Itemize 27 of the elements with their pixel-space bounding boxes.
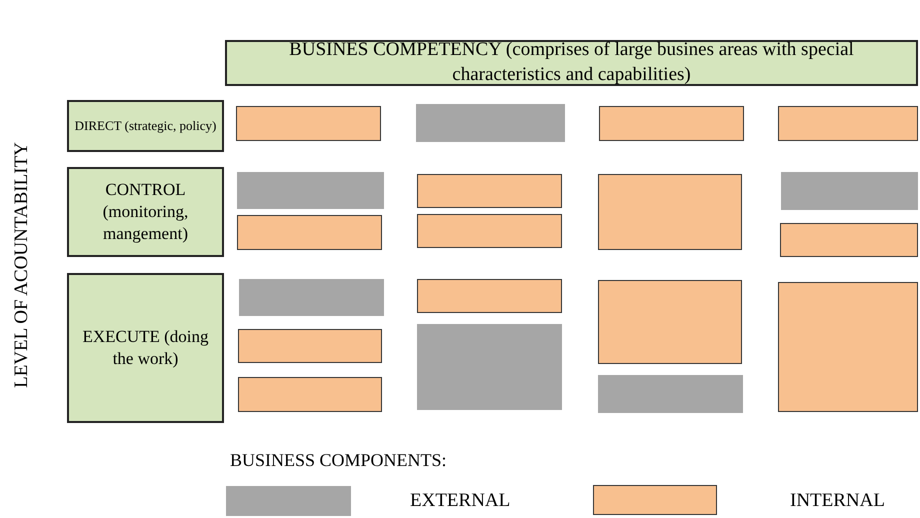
internal-component-box [598,280,742,364]
heading-box: BUSINES COMPETENCY (comprises of large busines areas with special characteristics and capabilities) [225,40,918,86]
external-component-box [598,375,743,413]
external-component-box [781,172,918,210]
level-box: DIRECT (strategic, policy) [67,100,224,152]
internal-component-box [778,282,918,412]
external-component-box [237,172,384,209]
axis-title: LEVEL OF ACOUNTABILITY [11,142,33,388]
external-component-box [239,279,384,316]
internal-component-box [417,279,562,313]
legend-title: BUSINESS COMPONENTS: [230,450,447,471]
internal-component-box [598,174,742,250]
legend-label: EXTERNAL [410,490,510,512]
external-component-box [417,324,562,410]
internal-component-box [238,329,382,363]
level-box: CONTROL (monitoring, mangement) [67,167,224,257]
internal-component-box [417,214,562,248]
internal-component-box [778,106,918,141]
legend-label: INTERNAL [790,490,885,512]
internal-component-box [780,223,918,257]
internal-component-box [238,377,382,412]
internal-component-box [237,215,382,250]
internal-component-box [417,174,562,208]
internal-component-box [599,106,744,141]
external-component-box [416,104,565,142]
internal-component-box [236,106,381,141]
level-box: EXECUTE (doing the work) [67,273,224,423]
